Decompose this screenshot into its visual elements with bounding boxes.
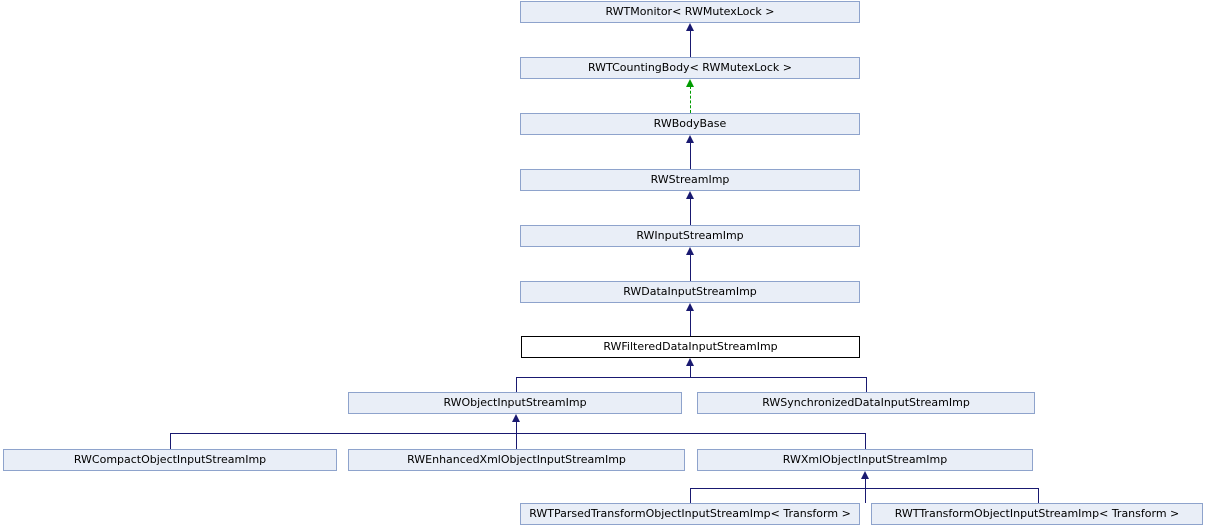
class-node-rwbodybase[interactable]: RWBodyBase xyxy=(520,113,860,135)
class-node-rwtmonitor[interactable]: RWTMonitor< RWMutexLock > xyxy=(520,1,860,23)
class-node-rwfiltereddatainputstreamimp-current: RWFilteredDataInputStreamImp xyxy=(521,336,860,358)
class-node-rwobjectinputstreamimp[interactable]: RWObjectInputStreamImp xyxy=(348,392,682,414)
class-node-rwsynchronizeddatainputstreamimp[interactable]: RWSynchronizedDataInputStreamImp xyxy=(697,392,1035,414)
inheritance-edge-bus xyxy=(170,433,866,434)
inheritance-edge xyxy=(690,30,691,57)
class-node-rwcompactobjectinputstreamimp[interactable]: RWCompactObjectInputStreamImp xyxy=(3,449,337,471)
inheritance-edge xyxy=(690,310,691,336)
inheritance-edge xyxy=(690,198,691,225)
inheritance-arrowhead xyxy=(686,191,694,199)
inheritance-edge xyxy=(865,478,866,503)
inheritance-arrowhead xyxy=(686,358,694,366)
inheritance-edge-bus xyxy=(516,377,867,378)
inheritance-edge xyxy=(1038,488,1039,503)
inheritance-edge xyxy=(865,433,866,449)
class-node-rwinputstreamimp[interactable]: RWInputStreamImp xyxy=(520,225,860,247)
inheritance-edge xyxy=(690,254,691,281)
class-node-rwtcountingbody[interactable]: RWTCountingBody< RWMutexLock > xyxy=(520,57,860,79)
inheritance-edge xyxy=(170,433,171,449)
class-node-rwenhancedxmlobjectinputstreamimp[interactable]: RWEnhancedXmlObjectInputStreamImp xyxy=(348,449,685,471)
inheritance-arrowhead xyxy=(686,247,694,255)
class-node-rwstreamimp[interactable]: RWStreamImp xyxy=(520,169,860,191)
dashed-green-edge xyxy=(690,86,691,113)
inheritance-arrowhead xyxy=(686,23,694,31)
inheritance-edge xyxy=(516,377,517,392)
inheritance-edge xyxy=(690,488,691,503)
class-node-rwttransformobjectinputstreamimp[interactable]: RWTTransformObjectInputStreamImp< Transf… xyxy=(871,503,1203,525)
dashed-green-arrowhead xyxy=(686,79,694,87)
class-node-rwtparsedtransformobjectinputstreamimp[interactable]: RWTParsedTransformObjectInputStreamImp< … xyxy=(520,503,860,525)
inheritance-edge xyxy=(516,421,517,449)
inheritance-edge xyxy=(866,377,867,392)
inheritance-arrowhead xyxy=(686,135,694,143)
inheritance-arrowhead xyxy=(512,414,520,422)
inheritance-edge xyxy=(690,365,691,377)
class-node-rwxmlobjectinputstreamimp[interactable]: RWXmlObjectInputStreamImp xyxy=(697,449,1033,471)
inheritance-edge-bus xyxy=(690,488,1039,489)
inheritance-arrowhead xyxy=(686,303,694,311)
inheritance-arrowhead xyxy=(861,471,869,479)
inheritance-edge xyxy=(690,142,691,169)
class-node-rwdatainputstreamimp[interactable]: RWDataInputStreamImp xyxy=(520,281,860,303)
